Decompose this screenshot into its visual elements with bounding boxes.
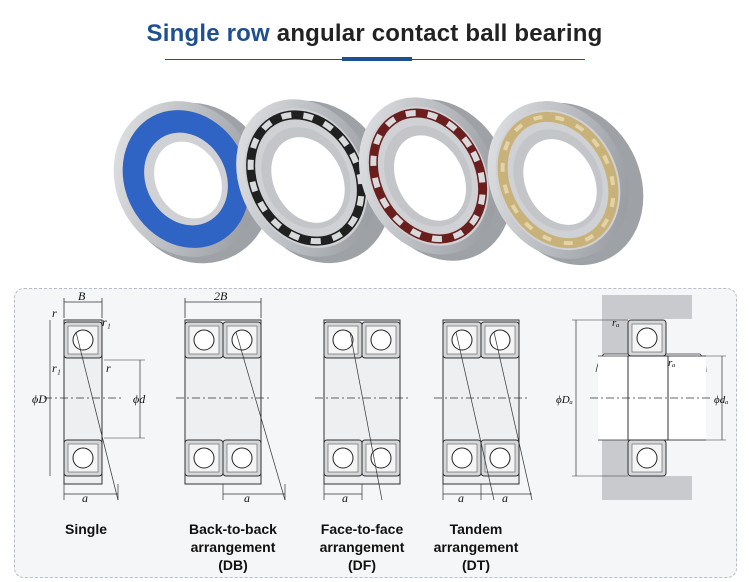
caption-db-line3: (DB) — [218, 557, 248, 573]
caption-dt-line3: (DT) — [462, 557, 490, 573]
label-ra-inner: rₐ — [668, 357, 676, 369]
caption-df-line3: (DF) — [348, 557, 376, 573]
caption-df-line1: Face-to-face — [320, 521, 404, 537]
caption-single: Single — [46, 520, 126, 538]
single-bearing-labels: B r r₁ r₁ r ϕD ϕd a — [32, 289, 146, 505]
caption-dt: Tandem arrangement (DT) — [416, 520, 536, 574]
label-r-inner: r — [106, 361, 111, 375]
page-title: Single row angular contact ball bearing — [0, 20, 749, 48]
caption-db: Back-to-back arrangement (DB) — [173, 520, 293, 574]
df-arrangement-drawing — [315, 319, 409, 501]
label-phi-D: ϕD — [32, 392, 47, 406]
label-a-single: a — [82, 491, 88, 505]
caption-db-line2: arrangement — [190, 539, 276, 555]
title-highlight: Single row — [146, 20, 270, 47]
bearing-brass-cage — [487, 101, 644, 266]
caption-db-line1: Back-to-back — [189, 521, 277, 537]
label-r: r — [52, 306, 57, 320]
label-a-dt-2: a — [502, 491, 508, 505]
single-bearing-drawing — [44, 298, 145, 501]
arrangement-drawings: B r r₁ r₁ r ϕD ϕd a 2B a — [32, 289, 728, 505]
db-arrangement-drawing — [176, 298, 286, 501]
label-phi-Da: ϕDₐ — [556, 394, 573, 406]
title-rest: angular contact ball bearing — [269, 20, 603, 47]
caption-dt-line2: arrangement — [433, 539, 519, 555]
label-a-dt-1: a — [458, 491, 464, 505]
label-ra-top: rₐ — [612, 317, 620, 329]
bearing-black-cage — [236, 99, 392, 264]
label-a-db: a — [244, 491, 250, 505]
label-r1-top: r₁ — [102, 315, 111, 329]
caption-df-line2: arrangement — [319, 539, 405, 555]
label-b: B — [78, 289, 86, 303]
caption-dt-line1: Tandem — [449, 521, 503, 537]
label-phi-da: ϕdₐ — [714, 394, 728, 406]
bearing-blue-seal — [113, 101, 272, 264]
dt-arrangement-drawing — [434, 319, 533, 501]
label-a-df: a — [342, 491, 348, 505]
title-underline-accent — [342, 57, 412, 61]
caption-df: Face-to-face arrangement (DF) — [302, 520, 422, 574]
mounting-section-drawing — [572, 295, 726, 500]
bearings-photo — [113, 97, 644, 266]
label-phi-d: ϕd — [133, 392, 146, 406]
label-2b: 2B — [214, 289, 228, 303]
bearing-maroon-cage — [358, 97, 512, 261]
label-r1-left: r₁ — [52, 361, 61, 375]
caption-single-line1: Single — [64, 521, 107, 537]
